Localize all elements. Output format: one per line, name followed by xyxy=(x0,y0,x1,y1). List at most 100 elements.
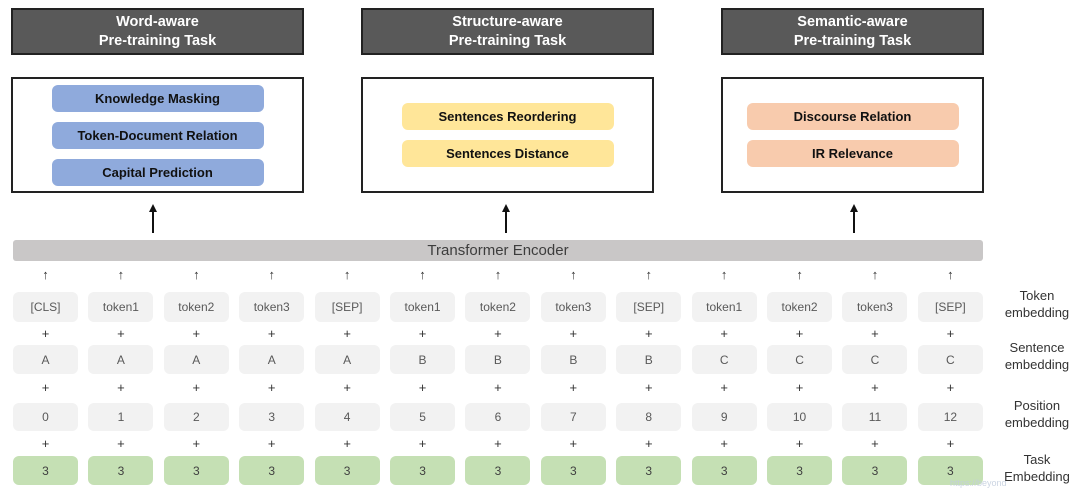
task-embedding-box: 3 xyxy=(465,456,531,485)
plus-sign: + xyxy=(41,326,50,341)
label-line1: Position xyxy=(1013,398,1061,413)
panel-title-line1: Semantic-aware xyxy=(797,13,908,30)
plus-sign: + xyxy=(494,436,502,451)
sentence-box: C xyxy=(767,345,833,374)
token-box: token1 xyxy=(691,292,757,322)
position-box: 10 xyxy=(767,403,833,431)
label-line2: embedding xyxy=(1004,357,1070,372)
token-box: token3 xyxy=(239,292,305,322)
plus-sign: + xyxy=(343,436,351,451)
plus-sign: + xyxy=(871,326,879,341)
plus-sign: + xyxy=(720,380,728,395)
watermark: https://beyond xyxy=(950,478,1007,488)
panel-title-line2: Pre-training Task xyxy=(793,32,912,49)
token-box: token1 xyxy=(390,292,456,322)
plus-row: +++++++++++++ xyxy=(13,327,983,341)
plus-sign: + xyxy=(494,380,502,395)
plus-sign: + xyxy=(871,380,879,395)
token-arrows-row: ↑↑↑↑↑↑↑↑↑↑↑↑↑ xyxy=(13,265,983,285)
panel-header-word-aware: Word-aware Pre-training Task xyxy=(11,8,304,55)
sentence-box: C xyxy=(691,345,757,374)
sentence-box: B xyxy=(465,345,531,374)
small-up-arrow-icon: ↑ xyxy=(193,267,200,282)
position-box: 3 xyxy=(239,403,305,431)
panel-title-line2: Pre-training Task xyxy=(98,32,217,49)
sentence-box: A xyxy=(13,345,78,374)
token-box: [CLS] xyxy=(13,292,78,322)
sentence-box: A xyxy=(163,345,229,374)
small-up-arrow-icon: ↑ xyxy=(494,267,502,282)
task-embedding-box: 3 xyxy=(842,456,908,485)
plus-sign: + xyxy=(192,326,201,341)
position-box: 7 xyxy=(540,403,606,431)
token-box: [SEP] xyxy=(616,292,682,322)
plus-sign: + xyxy=(494,326,502,341)
small-up-arrow-icon: ↑ xyxy=(796,267,803,282)
panel-title-line1: Word-aware xyxy=(116,13,199,30)
label-line2: embedding xyxy=(1004,415,1070,430)
plus-sign: + xyxy=(644,436,653,451)
plus-sign: + xyxy=(117,436,125,451)
sentence-box: B xyxy=(616,345,682,374)
plus-sign: + xyxy=(192,380,201,395)
plus-sign: + xyxy=(569,326,578,341)
label-token-embedding: Token embedding xyxy=(993,287,1080,321)
sentence-box: A xyxy=(239,345,305,374)
plus-sign: + xyxy=(569,436,578,451)
position-box: 6 xyxy=(465,403,531,431)
token-box: token2 xyxy=(767,292,833,322)
plus-sign: + xyxy=(795,380,804,395)
label-line1: Task xyxy=(1023,452,1051,467)
small-up-arrow-icon: ↑ xyxy=(419,267,426,282)
task-pill: Token-Document Relation xyxy=(51,121,264,149)
task-embedding-box: 3 xyxy=(691,456,757,485)
task-embedding-box: 3 xyxy=(616,456,682,485)
panel-header-semantic-aware: Semantic-aware Pre-training Task xyxy=(721,8,984,55)
small-up-arrow-icon: ↑ xyxy=(720,267,728,282)
small-up-arrow-icon: ↑ xyxy=(947,267,954,282)
sentence-box: A xyxy=(88,345,154,374)
label-line1: Sentence xyxy=(1009,340,1065,355)
plus-sign: + xyxy=(343,326,351,341)
position-box: 12 xyxy=(917,403,983,431)
task-pill: IR Relevance xyxy=(746,140,959,167)
plus-sign: + xyxy=(267,436,276,451)
plus-sign: + xyxy=(418,326,427,341)
task-embedding-box: 3 xyxy=(314,456,380,485)
position-box: 11 xyxy=(842,403,908,431)
sentence-box: B xyxy=(390,345,456,374)
plus-sign: + xyxy=(41,380,50,395)
position-box: 8 xyxy=(616,403,682,431)
plus-row: +++++++++++++ xyxy=(13,381,983,395)
plus-sign: + xyxy=(117,380,125,395)
task-embedding-box: 3 xyxy=(13,456,78,485)
task-embedding-box: 3 xyxy=(239,456,305,485)
plus-sign: + xyxy=(41,436,50,451)
small-up-arrow-icon: ↑ xyxy=(268,267,275,282)
small-up-arrow-icon: ↑ xyxy=(570,267,577,282)
panel-title-line1: Structure-aware xyxy=(452,13,563,30)
task-embedding-box: 3 xyxy=(88,456,154,485)
plus-sign: + xyxy=(871,436,879,451)
sentence-box: C xyxy=(917,345,983,374)
plus-sign: + xyxy=(795,326,804,341)
up-arrow-icon xyxy=(148,204,157,233)
task-embedding-box: 3 xyxy=(540,456,606,485)
up-arrow-icon xyxy=(501,204,510,233)
label-line1: Token xyxy=(1019,288,1055,303)
small-up-arrow-icon: ↑ xyxy=(42,267,49,282)
panel-header-structure-aware: Structure-aware Pre-training Task xyxy=(361,8,654,55)
position-box: 0 xyxy=(13,403,78,431)
task-pill: Sentences Distance xyxy=(401,140,614,167)
panel-title-line2: Pre-training Task xyxy=(448,32,567,49)
token-box: token3 xyxy=(540,292,606,322)
small-up-arrow-icon: ↑ xyxy=(117,267,125,282)
task-embedding-box: 3 xyxy=(163,456,229,485)
label-position-embedding: Position embedding xyxy=(993,397,1080,431)
position-box: 1 xyxy=(88,403,154,431)
position-box: 9 xyxy=(691,403,757,431)
